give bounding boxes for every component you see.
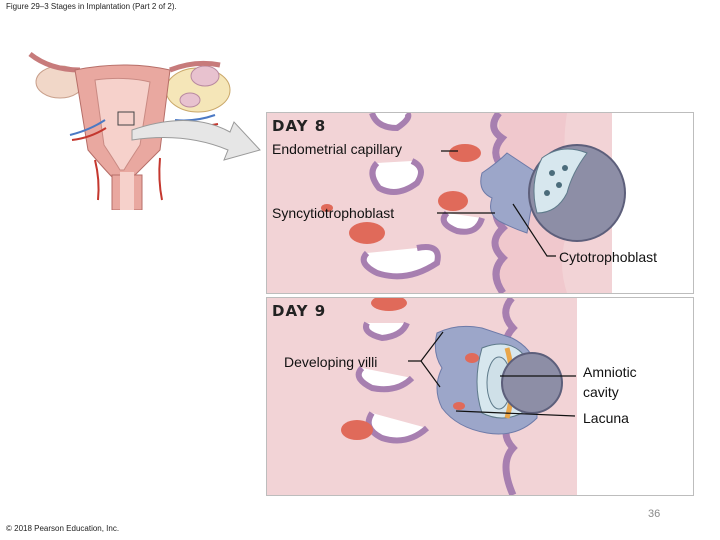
label-endometrial-capillary: Endometrial capillary (272, 141, 402, 157)
copyright: © 2018 Pearson Education, Inc. (6, 524, 120, 533)
label-developing-villi: Developing villi (284, 354, 378, 370)
day9-panel: DAY 9 Developing villi Amniotic cavity L… (266, 297, 694, 496)
day8-heading: DAY 8 (272, 117, 327, 135)
day8-illustration (267, 113, 693, 293)
uterus-illustration (28, 52, 231, 210)
figure-title: Figure 29–3 Stages in Implantation (Part… (6, 2, 177, 11)
page-number: 36 (648, 508, 661, 520)
label-syncytiotrophoblast: Syncytiotrophoblast (272, 205, 395, 221)
day8-panel: DAY 8 Endometrial capillary Syncytiotrop… (266, 112, 694, 294)
label-cytotrophoblast: Cytotrophoblast (559, 249, 658, 265)
label-amniotic-cavity: Amniotic cavity (583, 364, 637, 400)
zoom-arrow-icon (131, 119, 261, 161)
day9-heading: DAY 9 (272, 302, 327, 320)
day9-illustration (267, 298, 693, 495)
label-lacuna: Lacuna (583, 410, 629, 426)
